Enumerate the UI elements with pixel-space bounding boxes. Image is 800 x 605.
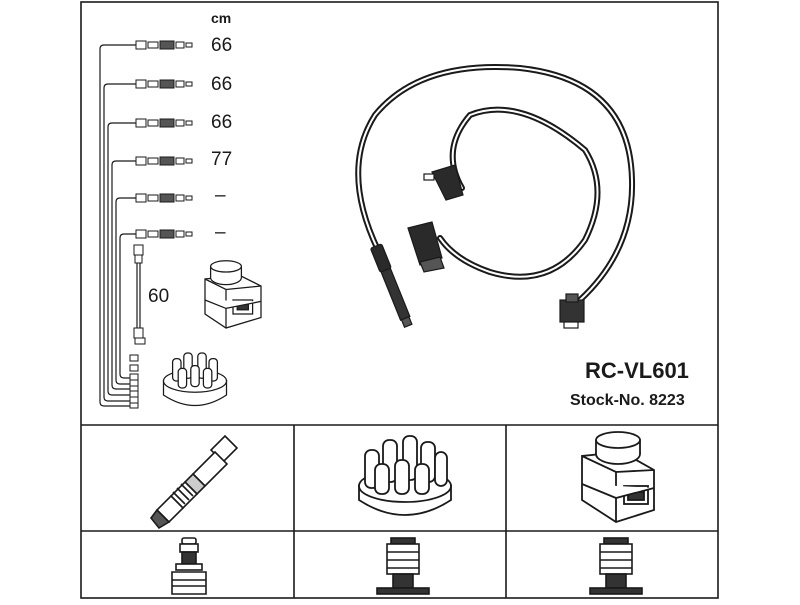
- cable-boots: [370, 164, 585, 329]
- ignition-coil-small-icon: [204, 260, 262, 329]
- ignition-coil-icon: [581, 431, 655, 523]
- cable-layout-schematic: [99, 44, 141, 407]
- stock-label: Stock-No.: [570, 392, 645, 409]
- ignition-cable-illustration: [355, 64, 636, 321]
- coil-lead-top-connector: [133, 244, 144, 264]
- cable-4-length: 77: [211, 149, 233, 170]
- cable-3-length: 66: [211, 112, 233, 133]
- coil-lead-bottom-connector: [133, 327, 146, 345]
- length-unit-label: cm: [211, 10, 232, 26]
- outer-frame: [80, 1, 719, 599]
- distributor-cap-small-icon: [162, 352, 228, 407]
- spark-plug-icon: [149, 434, 239, 530]
- distributor-end-terminals: [129, 354, 139, 409]
- stock-number: 8223: [649, 392, 685, 409]
- connector-row-2: [135, 79, 193, 89]
- cable-5-length: –: [215, 185, 226, 206]
- connector-row-4: [135, 156, 193, 166]
- coil-lead-length: 60: [148, 286, 170, 307]
- spark-plug-boot-straight: [370, 243, 413, 329]
- spark-plug-boot-angled: [407, 164, 464, 273]
- model-code: RC-VL601: [585, 358, 689, 383]
- distributor-cap-icon: [358, 435, 452, 516]
- cable-1-length: 66: [211, 35, 233, 56]
- distributor-terminal-icon: [376, 537, 430, 595]
- cable-connectors: [129, 40, 193, 409]
- stock-number-line: Stock-No. 8223: [570, 392, 685, 410]
- cable-2-length: 66: [211, 74, 233, 95]
- connector-row-5: [135, 193, 193, 203]
- coil-terminal-icon: [589, 537, 643, 595]
- connector-row-6: [135, 229, 193, 239]
- connector-row-3: [135, 118, 193, 128]
- cable-6-length: –: [215, 222, 226, 243]
- connector-row-1: [135, 40, 193, 50]
- spark-plug-terminal-icon: [171, 537, 207, 595]
- coil-end-terminal: [559, 293, 585, 329]
